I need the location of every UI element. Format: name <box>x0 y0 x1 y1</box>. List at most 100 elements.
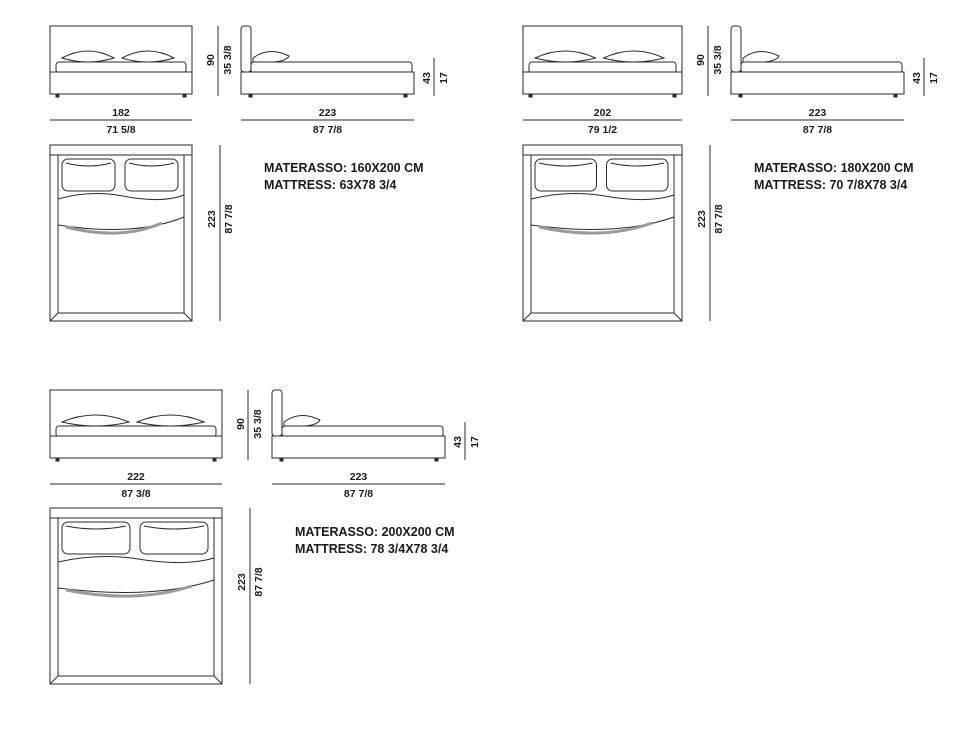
foot <box>434 457 439 462</box>
duvet-shadow <box>65 221 163 235</box>
plan-view: 223 87 7/8 <box>49 507 265 685</box>
height-cm-label: 43 <box>452 436 464 448</box>
foot <box>738 93 743 98</box>
base-side <box>240 71 415 95</box>
headboard-side <box>240 25 252 73</box>
mattress-note-it: MATERASSO: 180X200 CM <box>754 161 914 175</box>
foot <box>212 457 217 462</box>
pillow-plan <box>61 158 116 192</box>
mattress-side <box>250 61 413 74</box>
width-in-label: 87 3/8 <box>121 488 150 500</box>
mattress-side <box>740 61 903 74</box>
foot <box>248 93 253 98</box>
mattress-note-en: MATTRESS: 78 3/4X78 3/4 <box>295 542 448 556</box>
pillow <box>533 50 597 63</box>
foot <box>182 93 187 98</box>
side-view: 223 87 7/8 43 17 <box>271 389 481 500</box>
pillow <box>602 50 666 63</box>
pillow-fold <box>143 525 205 530</box>
pillow-fold <box>65 162 112 167</box>
mattress-note-en: MATTRESS: 70 7/8X78 3/4 <box>754 178 907 192</box>
mattress-note: MATERASSO: 180X200 CM MATTRESS: 70 7/8X78… <box>754 161 914 192</box>
duvet-fold <box>57 192 185 230</box>
pillow-side <box>742 51 780 63</box>
corner-line <box>213 675 223 685</box>
foot <box>403 93 408 98</box>
mattress-note-en: MATTRESS: 63X78 3/4 <box>264 178 397 192</box>
length-in-label: 87 7/8 <box>344 488 373 500</box>
height-cm-label: 90 <box>695 54 707 66</box>
headboard-side <box>730 25 742 73</box>
duvet-shadow <box>538 221 653 235</box>
foot <box>893 93 898 98</box>
length-cm-label: 223 <box>350 471 368 483</box>
foot <box>55 457 60 462</box>
bed-base <box>522 71 683 95</box>
mattress <box>55 61 187 74</box>
pillow-fold <box>538 162 593 167</box>
base-side <box>730 71 905 95</box>
pillow <box>135 414 206 427</box>
corner-line <box>49 675 59 685</box>
pillow-plan <box>606 158 669 192</box>
bed-base <box>49 71 193 95</box>
mattress <box>528 61 677 74</box>
foot <box>279 457 284 462</box>
foot <box>528 93 533 98</box>
height-cm-label: 43 <box>421 72 433 84</box>
pillow-plan <box>139 521 209 555</box>
height-in-label: 35 3/8 <box>712 45 724 74</box>
height-in-label: 35 3/8 <box>222 45 234 74</box>
width-cm-label: 222 <box>127 471 145 483</box>
base-side <box>271 435 446 459</box>
width-cm-label: 202 <box>594 107 612 119</box>
duvet-fold <box>57 555 215 593</box>
height-in-label: 35 3/8 <box>252 409 264 438</box>
length-cm-label: 223 <box>809 107 827 119</box>
plan-length-in-label: 87 7/8 <box>253 567 265 596</box>
plan-length-in-label: 87 7/8 <box>713 204 725 233</box>
pillow-plan <box>61 521 131 555</box>
height-in-label: 17 <box>928 72 940 84</box>
height-cm-label: 90 <box>235 418 247 430</box>
mattress-side <box>281 425 444 438</box>
pillow-fold <box>65 525 127 530</box>
side-view: 223 87 7/8 43 17 <box>240 25 450 136</box>
side-view: 223 87 7/8 43 17 <box>730 25 940 136</box>
height-in-label: 17 <box>438 72 450 84</box>
duvet-shadow <box>65 584 193 598</box>
pillow-fold <box>610 162 665 167</box>
foot <box>672 93 677 98</box>
headboard-plan <box>522 144 683 156</box>
width-cm-label: 182 <box>112 107 130 119</box>
width-in-label: 71 5/8 <box>106 124 135 136</box>
pillow-fold <box>128 162 175 167</box>
width-in-label: 79 1/2 <box>588 124 617 136</box>
pillow-side <box>283 415 321 427</box>
headboard-side <box>271 389 283 437</box>
plan-length-in-label: 87 7/8 <box>223 204 235 233</box>
length-in-label: 87 7/8 <box>803 124 832 136</box>
height-in-label: 17 <box>469 436 481 448</box>
pillow <box>60 414 131 427</box>
pillow <box>120 50 176 63</box>
height-cm-label: 43 <box>911 72 923 84</box>
plan-length-cm-label: 223 <box>236 573 248 591</box>
corner-line <box>183 312 193 322</box>
mattress <box>55 425 217 438</box>
length-in-label: 87 7/8 <box>313 124 342 136</box>
plan-view: 223 87 7/8 <box>522 144 725 322</box>
length-cm-label: 223 <box>319 107 337 119</box>
duvet-fold <box>530 192 675 230</box>
pillow <box>60 50 116 63</box>
plan-length-cm-label: 223 <box>696 210 708 228</box>
front-view: 202 79 1/2 90 35 3/8 <box>522 25 724 136</box>
corner-line <box>673 312 683 322</box>
